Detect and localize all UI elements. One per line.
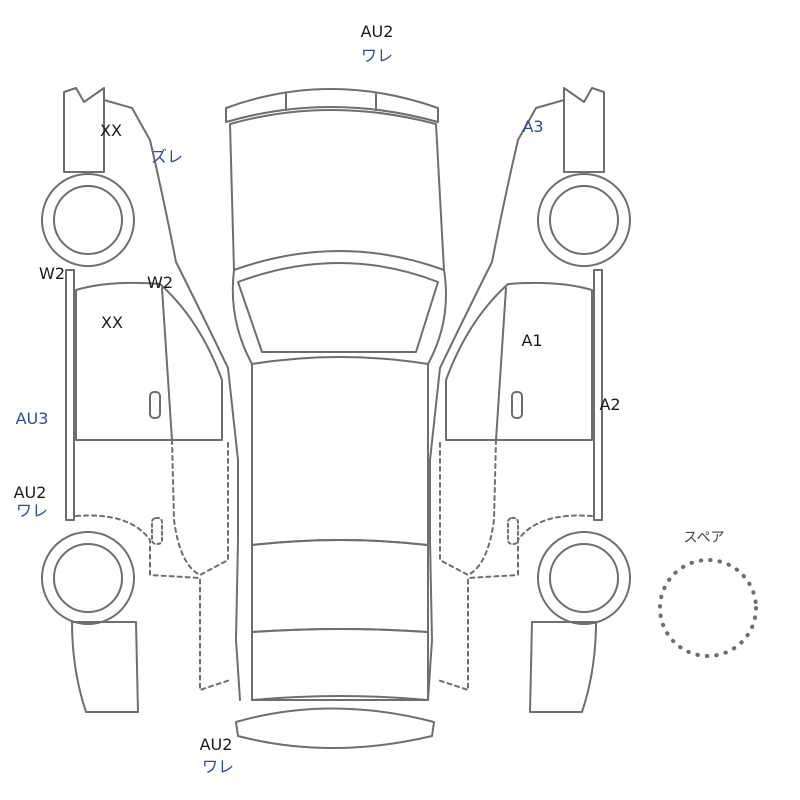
left-pillar-damage-code: W2 xyxy=(39,264,65,283)
right-door-handle[interactable] xyxy=(511,391,523,419)
bottom-damage-code: AU2 xyxy=(199,735,233,754)
right-rear-bumper[interactable] xyxy=(529,621,597,713)
right-front-door[interactable] xyxy=(445,281,593,441)
rear-window[interactable] xyxy=(251,539,429,633)
right-rear-door[interactable] xyxy=(439,439,497,576)
top-damage-note: ワレ xyxy=(360,46,394,65)
left-rear-damage-note: ワレ xyxy=(15,501,49,520)
right-front-wheel[interactable] xyxy=(537,173,631,267)
spare-tire[interactable] xyxy=(658,558,758,658)
car-left-side xyxy=(41,87,241,713)
bottom-damage-note: ワレ xyxy=(201,757,235,776)
left-front-door[interactable] xyxy=(75,281,223,441)
right-side-damage-code: A2 xyxy=(599,395,621,414)
right-rear-wheel[interactable] xyxy=(537,531,631,625)
right-front-bumper[interactable] xyxy=(563,87,605,173)
left-front-door-damage-code: XX xyxy=(101,313,123,332)
right-sill[interactable] xyxy=(593,269,603,521)
top-damage-code: AU2 xyxy=(360,22,394,41)
left-rear-damage-code: AU2 xyxy=(13,483,47,502)
left-front-wheel[interactable] xyxy=(41,173,135,267)
rear-bumper[interactable] xyxy=(235,707,435,749)
car-top-view xyxy=(225,88,447,749)
roof[interactable] xyxy=(251,356,429,546)
windshield[interactable] xyxy=(237,262,439,353)
spare-tire-label: スペア xyxy=(683,530,725,546)
left-body-outline xyxy=(103,99,241,701)
right-front-door-damage-code: A1 xyxy=(521,331,543,350)
right-fender-damage-note: A3 xyxy=(522,117,544,136)
front-bumper[interactable] xyxy=(225,88,439,123)
left-door-handle[interactable] xyxy=(149,391,161,419)
left-sill[interactable] xyxy=(65,269,75,521)
left-side-damage-note: AU3 xyxy=(15,409,49,428)
left-rear-door[interactable] xyxy=(171,439,229,576)
left-rear-wheel[interactable] xyxy=(41,531,135,625)
left-front-door-top-code: W2 xyxy=(147,273,173,292)
car-right-side xyxy=(427,87,631,713)
right-body-outline xyxy=(427,99,565,701)
trunk[interactable] xyxy=(251,628,429,701)
left-fender-damage-note: ズレ xyxy=(150,147,184,166)
left-front-bumper[interactable] xyxy=(63,87,105,173)
left-fender-damage-code: XX xyxy=(100,121,122,140)
hood[interactable] xyxy=(229,109,445,271)
left-rear-bumper[interactable] xyxy=(71,621,139,713)
body-outline xyxy=(231,269,447,701)
